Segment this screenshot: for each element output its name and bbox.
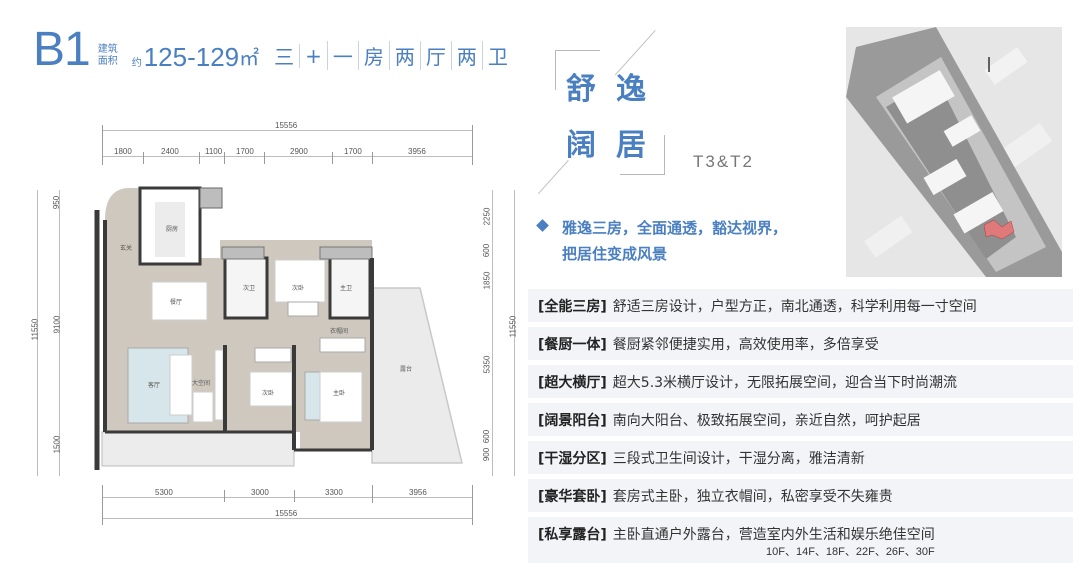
feature-tag: [干湿分区]	[538, 450, 607, 467]
floor-plan-drawing	[94, 186, 463, 470]
dim-tick	[102, 125, 103, 165]
dim-top-5: 2900	[290, 147, 308, 156]
unit-header: B1 建筑 面积 约 125-129 ㎡ 三 + 一 房 两 厅 两 卫	[33, 22, 513, 76]
slogan-char: 居	[616, 128, 646, 163]
dim-tick	[199, 152, 200, 164]
dim-tick	[372, 152, 373, 164]
terrace-floors-note: 10F、14F、18F、22F、26F、30F	[766, 546, 935, 558]
feature-desc: 舒适三房设计，户型方正，南北通透，科学利用每一寸空间	[612, 298, 977, 315]
dim-bottom-3: 3300	[325, 488, 343, 497]
dim-line-top-segments	[102, 156, 472, 157]
slogan-block: 舒 逸 阔 居	[555, 50, 665, 175]
dim-top-4: 1700	[236, 147, 254, 156]
dim-top-3: 1100	[205, 147, 223, 156]
feature-row: [超大横厅] 超大5.3米横厅设计，无限拓展空间，迎合当下时尚潮流	[528, 365, 1073, 398]
bracket-top-left	[555, 50, 600, 90]
dim-tick	[294, 490, 295, 502]
feature-row: [阔景阳台] 南向大阳台、极致拓展空间，亲近自然，呵护起居	[528, 403, 1073, 436]
dim-line-bottom-total	[102, 518, 472, 519]
dim-tick	[143, 152, 144, 164]
dim-top-1: 1800	[114, 147, 132, 156]
floor-plan: 15556 1800 2400 1100 1700 2900 1700 3956…	[0, 110, 520, 530]
dim-line-bottom-segments	[102, 497, 472, 498]
dim-line-right-total	[514, 190, 515, 476]
approx-label: 约	[131, 58, 142, 69]
feature-tag: [全能三房]	[538, 298, 607, 315]
area-label: 建筑 面积	[97, 44, 118, 67]
feature-row: [全能三房] 舒适三房设计，户型方正，南北通透，科学利用每一寸空间	[528, 289, 1073, 322]
dim-top-7: 3956	[408, 147, 426, 156]
dim-bottom-4: 3956	[409, 488, 427, 497]
unit-code: B1	[33, 23, 91, 76]
room-label-bath2: 次卫	[243, 286, 256, 292]
feature-desc: 餐厨紧邻便捷实用，高效使用率，多倍享受	[612, 336, 879, 353]
feature-row: [私享露台] 主卧直通户外露台，营造室内外生活和娱乐绝佳空间 10F、14F、1…	[528, 517, 1073, 563]
dim-tick	[472, 485, 473, 525]
feature-tag: [超大横厅]	[538, 374, 607, 391]
dim-tick	[102, 485, 103, 525]
dim-line-top-total	[102, 130, 472, 131]
room-label-closet: 衣帽间	[330, 329, 349, 335]
feature-tag: [豪华套卧]	[538, 488, 607, 505]
room-label-bath-master: 主卫	[340, 286, 353, 292]
dim-tick	[224, 490, 225, 502]
room-label-living: 客厅	[148, 383, 161, 389]
highlight-block: 雅逸三房，全面通透，豁达视界， 把居住变成风景	[536, 215, 848, 267]
area-unit: ㎡	[239, 46, 260, 70]
site-map-drawing	[846, 27, 1062, 277]
tower-label: T3&T2	[693, 152, 755, 171]
feature-tag: [餐厨一体]	[538, 336, 607, 353]
feature-desc: 主卧直通户外露台，营造室内外生活和娱乐绝佳空间	[612, 527, 935, 543]
dim-line-right-segments	[492, 190, 493, 476]
dim-top-6: 1700	[344, 147, 362, 156]
feature-desc: 三段式卫生间设计，干湿分离，雅洁清新	[612, 450, 865, 467]
bracket-bottom-right	[620, 135, 665, 175]
dim-tick	[372, 485, 373, 503]
room-label-flex: 大空间	[192, 381, 211, 387]
feature-row: [豪华套卧] 套房式主卧，独立衣帽间，私密享受不失雍贵	[528, 479, 1073, 512]
feature-row: [干湿分区] 三段式卫生间设计，干湿分离，雅洁清新	[528, 441, 1073, 474]
slogan-char: 阔	[566, 128, 596, 163]
dim-bottom-1: 5300	[155, 488, 173, 497]
dim-bottom-2: 3000	[251, 488, 269, 497]
dim-bottom-total: 15556	[275, 509, 298, 518]
dim-top-total: 15556	[275, 121, 298, 130]
feature-tag: [私享露台]	[538, 527, 607, 543]
dim-tick	[224, 152, 225, 164]
room-label-dining: 餐厅	[170, 300, 183, 306]
unit-location-marker	[983, 219, 1015, 240]
area-range: 125-129	[143, 42, 240, 72]
highlight-line-2: 把居住变成风景	[562, 245, 668, 263]
feature-row: [餐厨一体] 餐厨紧邻便捷实用，高效使用率，多倍享受	[528, 327, 1073, 360]
dim-tick	[332, 152, 333, 164]
slogan-char: 舒	[566, 72, 596, 107]
feature-tag: [阔景阳台]	[538, 412, 607, 429]
feature-desc: 南向大阳台、极致拓展空间，亲近自然，呵护起居	[612, 412, 921, 429]
dim-tick	[472, 125, 473, 165]
room-type: 三 + 一 房 两 厅 两 卫	[269, 41, 513, 70]
room-label-bedroom3: 次卧	[262, 391, 275, 397]
dim-line-left-segments	[59, 190, 60, 476]
feature-list: [全能三房] 舒适三房设计，户型方正，南北通透，科学利用每一寸空间 [餐厨一体]…	[528, 289, 1073, 568]
room-label-bedroom2: 次卧	[292, 286, 305, 292]
room-label-master: 主卧	[333, 391, 346, 397]
room-label-terrace: 露台	[400, 367, 413, 373]
dim-tick	[264, 152, 265, 164]
dim-line-left-total	[37, 190, 38, 476]
site-map	[846, 27, 1062, 277]
feature-desc: 超大5.3米横厅设计，无限拓展空间，迎合当下时尚潮流	[612, 374, 958, 391]
decor-line	[537, 160, 569, 195]
feature-desc: 套房式主卧，独立衣帽间，私密享受不失雍贵	[612, 488, 893, 505]
room-label-foyer: 玄关	[120, 246, 133, 252]
diamond-bullet-icon	[536, 219, 549, 232]
room-label-kitchen: 厨房	[166, 227, 179, 233]
slogan-char: 逸	[616, 72, 646, 107]
dim-top-2: 2400	[161, 147, 179, 156]
highlight-line-1: 雅逸三房，全面通透，豁达视界，	[562, 219, 788, 237]
